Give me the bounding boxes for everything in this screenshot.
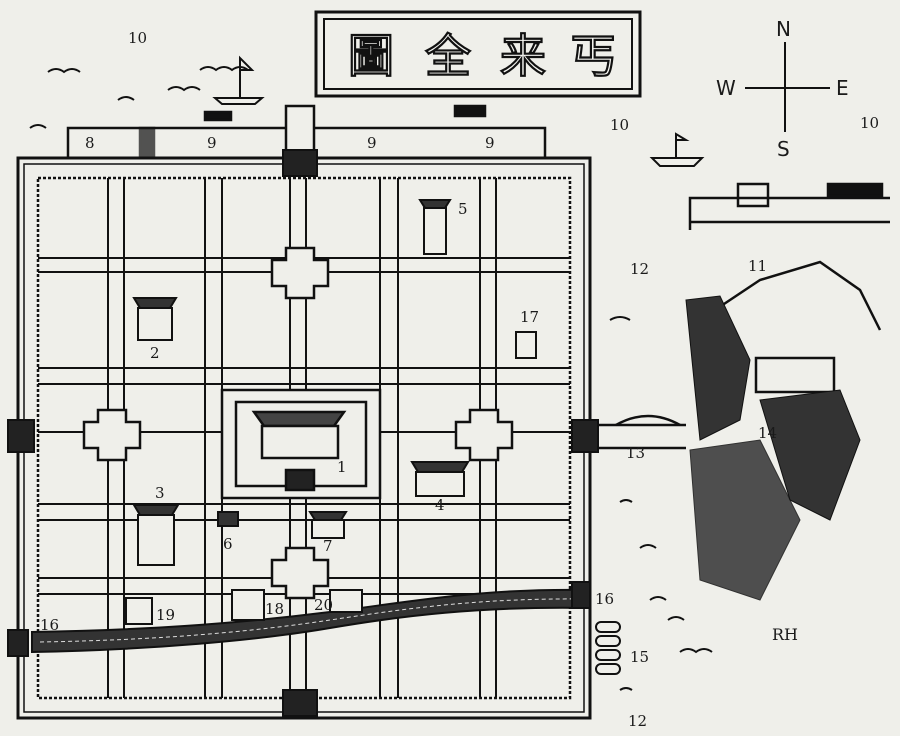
- forest: [685, 295, 861, 601]
- label-9: 9: [485, 134, 495, 152]
- label-1: 1: [337, 458, 347, 476]
- label-2: 2: [150, 344, 160, 362]
- label-8: 8: [85, 134, 95, 152]
- label-3: 3: [155, 484, 165, 502]
- label-7: 7: [323, 537, 333, 555]
- title-char-1: 圖: [348, 29, 394, 83]
- label-14: 14: [758, 424, 777, 442]
- label-9: 9: [367, 134, 377, 152]
- artist-monogram: RH: [772, 625, 798, 644]
- compass-west: W: [716, 76, 736, 100]
- label-12: 12: [630, 260, 649, 278]
- label-6: 6: [223, 535, 233, 553]
- label-4: 4: [435, 496, 445, 514]
- east-hill-fort: [688, 182, 890, 394]
- label-9: 9: [207, 134, 217, 152]
- compass-east: E: [836, 76, 849, 100]
- label-11: 11: [748, 257, 767, 275]
- label-10: 10: [128, 29, 147, 47]
- label-18: 18: [265, 600, 284, 618]
- drum-towers: [82, 246, 514, 600]
- label-12: 12: [628, 712, 647, 730]
- compass-south: S: [777, 137, 790, 161]
- map-labels: 10 10 10 8 9 9 9 5 11 12 17 2 1 13 14 3 …: [40, 29, 879, 730]
- compass-rose: N S W E: [716, 17, 849, 161]
- city-gates: [7, 149, 599, 717]
- title-char-4: 丐: [570, 29, 616, 83]
- label-15: 15: [630, 648, 649, 666]
- label-13: 13: [626, 444, 645, 462]
- label-10: 10: [860, 114, 879, 132]
- title-cartouche: 圖 全 来 丐: [314, 10, 642, 98]
- central-yamen: [220, 388, 382, 500]
- east-bridge: [598, 414, 686, 450]
- label-16: 16: [595, 590, 614, 608]
- title-char-3: 来: [500, 29, 546, 83]
- label-17: 17: [520, 308, 539, 326]
- boat-icon: [649, 132, 705, 167]
- label-19: 19: [156, 606, 175, 624]
- waves: [29, 66, 713, 691]
- compass-north: N: [776, 17, 791, 41]
- north-outer-wall: [66, 104, 547, 160]
- label-16: 16: [40, 616, 59, 634]
- title-char-2: 全: [425, 29, 471, 83]
- label-20: 20: [314, 596, 333, 614]
- label-5: 5: [458, 200, 468, 218]
- landing-steps: [595, 621, 621, 675]
- boat-icon: [212, 55, 265, 105]
- temple-buildings: [125, 199, 537, 625]
- label-10: 10: [610, 116, 629, 134]
